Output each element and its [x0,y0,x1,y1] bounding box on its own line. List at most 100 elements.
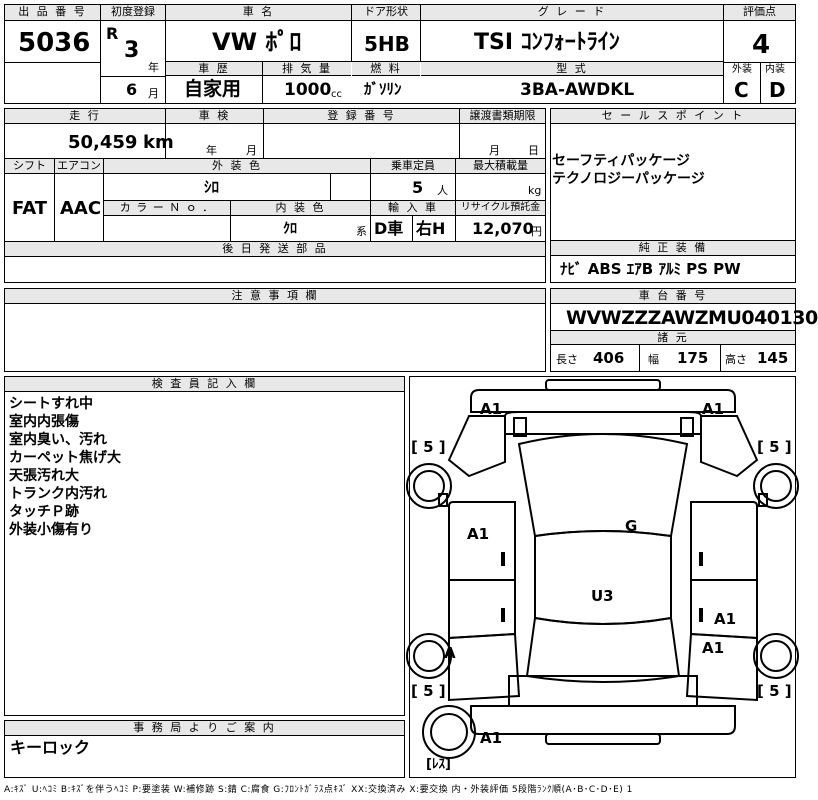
capacity-label: 乗車定員 [371,159,455,174]
inspector-block [4,376,405,716]
inspection-year-unit: 年 [206,144,217,157]
displacement-unit: cc [331,89,342,100]
inspector-item: 室内臭い、汚れ [9,432,107,448]
office-block [4,720,405,778]
score-int: D [769,78,786,102]
first-reg-month-unit: 月 [148,87,159,100]
ext-color-value: ｼﾛ [204,178,220,196]
import-handle: 右H [416,219,446,238]
score-label: 評価点 [724,5,795,21]
score-value: 4 [752,30,771,60]
lot-number: 5036 [18,28,91,58]
inspector-item: タッチＰ跡 [9,504,79,520]
sales-points-label: セ ー ル ス ポ イ ン ト [551,109,795,124]
mark-right-rear-quarter: A1 [702,639,725,657]
model-label: 型 式 [421,62,723,76]
top-block [4,4,796,104]
vin-value: WVWZZZAWZMU040130 [566,307,818,329]
grade-label: グ レ ー ド [421,5,723,21]
sales-point-item: テクノロジーパッケージ [552,171,705,187]
grade-value: TSI ｺﾝﾌｫｰﾄﾗｲﾝ [474,30,620,55]
score-ext-label: 外装 [732,64,752,75]
inspector-label: 検 査 員 記 入 欄 [5,377,404,392]
mark-tire-rl: [ 5 ] [411,682,446,700]
car-diagram-block [409,376,796,778]
sales-points-list: セーフティパッケージ テクノロジーパッケージ [552,152,705,188]
mark-rear-left: A1 [480,729,503,747]
sales-point-item: セーフティパッケージ [552,153,691,169]
shift-label: シフト [5,159,54,174]
office-value: キーロック [10,738,91,757]
mileage-label: 走 行 [5,109,165,124]
capacity-unit: 人 [437,184,448,197]
reg-no-label: 登 録 番 号 [264,109,459,124]
aircon-label: エアコン [55,159,103,174]
lot-label: 出 品 番 号 [5,5,100,21]
recycle-label: リサイクル預託金 [456,201,545,216]
max-load-label: 最大積載量 [456,159,545,174]
spec-height: 145 [757,349,789,367]
model-value: 3BA-AWDKL [520,80,635,100]
int-color-label: 内 装 色 [231,201,370,216]
capacity-value: 5 [412,178,424,197]
first-reg-label: 初度登録 [101,5,165,21]
damage-legend: A:ｷｽﾞ U:ﾍｺﾐ B:ｷｽﾞを伴うﾍｺﾐ P:要塗装 W:補修跡 S:錆 … [4,785,633,795]
vin-label: 車 台 番 号 [551,289,795,304]
mark-front-left: A1 [480,400,503,418]
car-name: VW ﾎﾟﾛ [212,28,302,56]
import-label: 輸 入 車 [371,201,455,216]
spec-height-label: 高さ [725,353,747,366]
mileage-value: 50,459 [68,132,138,153]
score-ext: C [734,78,749,102]
specs-label: 諸 元 [551,330,795,345]
car-diagram [406,379,799,759]
fuel-value: ｶﾞｿﾘﾝ [364,80,402,98]
vin-block [550,288,796,372]
mark-right-rear-door: A1 [714,610,737,628]
inspector-item: カーペット焦げ大 [9,450,121,466]
door-label: ドア形状 [352,5,420,21]
recycle-unit: 円 [531,225,542,238]
mark-left-front-door: A1 [467,525,490,543]
first-reg-year-unit: 年 [148,61,159,74]
mark-spare: [ﾚｽ] [426,757,451,772]
ext-color-label: 外 装 色 [104,159,370,174]
genuine-block [550,240,796,283]
displacement-label: 排 気 量 [263,62,351,76]
import-dealer: D車 [374,219,404,238]
history-label: 車 歴 [166,62,262,76]
inspection-month-unit: 月 [246,144,257,157]
genuine-label: 純 正 装 備 [551,241,795,256]
spec-width: 175 [677,349,709,367]
inspector-list: シートすれ中 室内内張傷 室内臭い、汚れ カーペット焦げ大 天張汚れ大 トランク… [9,395,121,539]
genuine-value: ﾅﾋﾞ ABS ｴｱB ｱﾙﾐ PS PW [560,260,741,278]
office-label: 事 務 局 よ り ご 案 内 [5,721,404,736]
car-name-label: 車 名 [166,5,351,21]
notes-block [4,288,546,372]
mark-roof: U3 [591,587,614,605]
int-color-unit: 系 [356,225,367,238]
fuel-label: 燃 料 [352,62,420,76]
first-reg-month: 6 [126,80,138,99]
int-color-value: ｸﾛ [283,221,297,237]
mark-left-rear-quarter: A [444,644,456,662]
aircon-value: AAC [60,198,102,219]
inspector-item: 室内内張傷 [9,414,79,430]
door-type: 5HB [364,32,410,56]
transfer-month-unit: 月 [489,144,500,157]
spec-length: 406 [593,349,625,367]
transfer-label: 譲渡書類期限 [460,109,545,124]
inspector-item: シートすれ中 [9,396,93,412]
notes-label: 注 意 事 項 欄 [5,289,545,304]
later-parts-label: 後 日 発 送 部 品 [5,242,545,257]
inspector-item: トランク内汚れ [9,486,107,502]
displacement-value: 1000 [284,80,332,100]
history-value: 自家用 [184,78,242,100]
first-reg-year: 3 [124,38,140,63]
mark-tire-rr: [ 5 ] [757,682,792,700]
color-no-label: カ ラ ー Ｎ ｏ ． [104,201,230,216]
detail-block [4,108,546,283]
inspector-item: 天張汚れ大 [9,468,79,484]
spec-length-label: 長さ [556,353,578,366]
mark-tire-fl: [ 5 ] [411,438,446,456]
